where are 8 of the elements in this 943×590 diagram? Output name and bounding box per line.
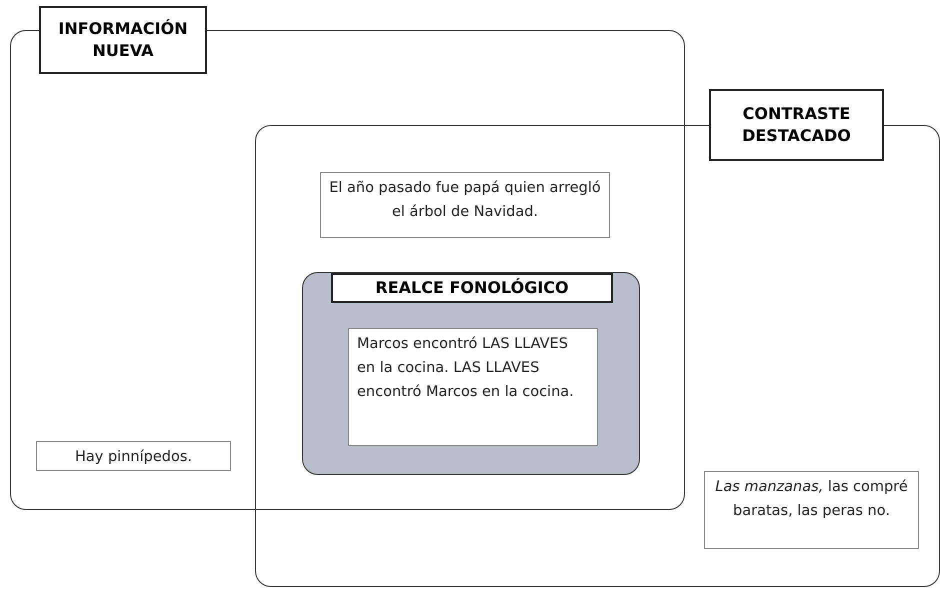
example-sentence: Marcos encontró LAS LLAVES en la cocina. LAS LLAVES encontró Marcos en la cocina.: [348, 328, 598, 446]
example-sentence: Hay pinnípedos.: [36, 441, 231, 471]
region-heading: INFORMACIÓN NUEVA: [39, 6, 207, 74]
region-heading: REALCE FONOLÓGICO: [331, 273, 613, 304]
example-sentence: Las manzanas, las compré baratas, las peras no.: [704, 471, 919, 549]
example-sentence: El año pasado fue papá quien arregló el árbol de Navidad.: [320, 172, 610, 238]
region-heading: CONTRASTE DESTACADO: [709, 89, 884, 161]
shaded-region: [302, 272, 640, 475]
